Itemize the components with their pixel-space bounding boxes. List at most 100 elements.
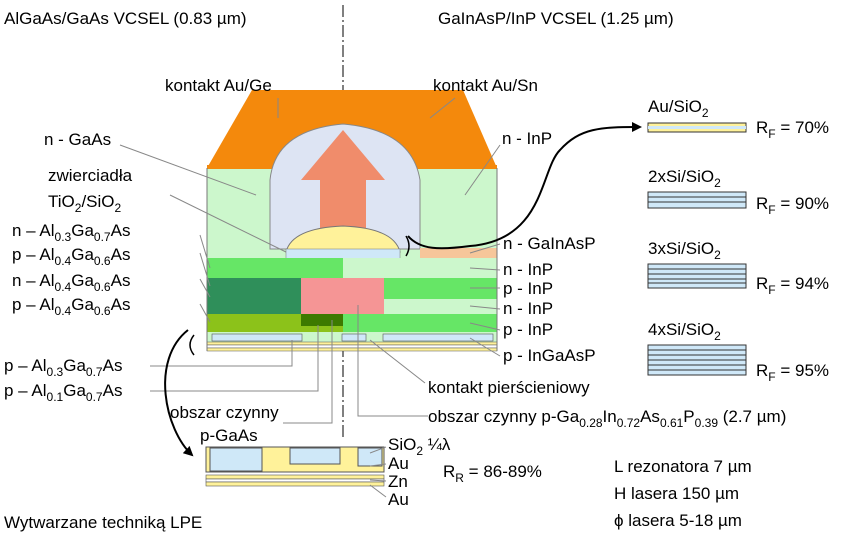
l2a: p – Al (12, 245, 55, 264)
l4c: Ga (71, 295, 94, 314)
l3b: 0.4 (55, 280, 72, 294)
label-n-inp-3: n - InP (503, 299, 553, 318)
mirror-1-rf: RF = 70% (756, 118, 829, 141)
leader-n-al03 (199, 234, 211, 269)
p-inp-layer-2 (343, 314, 497, 332)
mirror-4-rf: RF = 95% (756, 361, 829, 384)
l2d: 0.6 (94, 254, 111, 268)
label-n-gaas: n - GaAs (44, 130, 111, 149)
title-left: AlGaAs/GaAs VCSEL (0.83 µm) (4, 9, 247, 28)
m3c: R (756, 274, 768, 293)
bottom-inset: SiO2 ¼λ Au Zn Au RR = 86-89% (205, 435, 542, 509)
inset-label-au1: Au (388, 454, 409, 473)
m2d: F (768, 203, 775, 217)
leader-p-al01 (150, 325, 319, 392)
arrow-to-inset (164, 329, 194, 457)
is2: 2 (416, 444, 423, 458)
label-n-inp-2: n - InP (503, 260, 553, 279)
l1e: As (111, 221, 131, 240)
mirror-1-layer (648, 126, 746, 129)
or5: As (640, 407, 660, 426)
inset-leader-au1 (369, 463, 387, 467)
inset-au-2 (205, 481, 385, 487)
spec-diameter: ϕ lasera 5-18 µm (614, 511, 742, 530)
l4b: 0.4 (55, 304, 72, 318)
l6e: As (103, 381, 123, 400)
bottom-ring-left (211, 333, 303, 342)
mirror-2-name: 2xSi/SiO2 (648, 167, 721, 190)
arrow-bracket-bottom (189, 334, 195, 356)
inset-leader-zn (369, 479, 387, 482)
l3d: 0.6 (94, 280, 111, 294)
m4e: = 95% (776, 361, 829, 380)
leader-n-inp-top (464, 144, 501, 196)
inset-au-1 (205, 474, 385, 480)
m2e: = 90% (776, 194, 829, 213)
m4d: F (768, 370, 775, 384)
l2b: 0.4 (55, 254, 72, 268)
label-zwierciadla-1: zwierciadła (48, 166, 133, 185)
left-labels (119, 98, 333, 424)
or2: 0.28 (579, 416, 603, 430)
leader-zwierciadla (169, 194, 287, 253)
l6b: 0.1 (47, 390, 64, 404)
m1a: Au/SiO (648, 97, 702, 116)
leader-contact-right (429, 97, 456, 119)
or7: P (683, 407, 694, 426)
label-obszar-right: obszar czynny p-Ga0.28In0.72As0.61P0.39 … (428, 407, 786, 430)
mirror-3-name: 3xSi/SiO2 (648, 239, 721, 262)
inset-leader-sio2 (369, 446, 387, 454)
zw-t4: 2 (115, 201, 122, 215)
m2b: 2 (714, 176, 721, 190)
l4d: 0.6 (94, 304, 111, 318)
or9: (2.7 µm) (718, 407, 786, 426)
p-al04-confine-left (207, 278, 301, 314)
label-obszar-left-1: obszar czynny (170, 403, 279, 422)
spec-height: H lasera 150 µm (614, 484, 739, 503)
l4a: p – Al (12, 295, 55, 314)
dielectric-mirror (285, 225, 401, 253)
label-p-al04-b: p – Al0.4Ga0.6As (12, 295, 130, 318)
mirror-stacks: Au/SiO2 RF = 70% 2xSi/SiO2 RF = 90% 3xSi… (647, 97, 829, 384)
active-gaas-under (301, 326, 343, 332)
l6d: 0.7 (86, 390, 103, 404)
l6a: p – Al (4, 381, 47, 400)
m4b: 2 (714, 329, 721, 343)
spec-resonator: L rezonatora 7 µm (614, 457, 752, 476)
inset-label-zn: Zn (388, 472, 408, 491)
mirror-3-body (647, 263, 747, 289)
leader-kontakt-pierscieniowy (369, 339, 426, 384)
label-p-al03-bottom: p – Al0.3Ga0.7As (4, 356, 122, 379)
leader-n-gainasp (469, 243, 501, 254)
active-gaas (301, 314, 343, 326)
zw-t1: TiO (48, 192, 75, 211)
inset-leader-au2 (369, 484, 387, 498)
l5a: p – Al (4, 356, 47, 375)
or8: 0.39 (695, 416, 719, 430)
inset-sio2-left (209, 447, 263, 472)
right-labels (357, 97, 501, 417)
device-structure (206, 90, 498, 352)
bottom-ring-mid (341, 333, 367, 342)
m1d: F (768, 127, 775, 141)
m4c: R (756, 361, 768, 380)
arrow-to-mirrors (407, 122, 642, 250)
inset-zn (205, 478, 385, 483)
or6: 0.61 (660, 416, 684, 430)
label-p-ingaasp: p - InGaAsP (503, 346, 596, 365)
active-region-pink (301, 278, 384, 314)
inset-label-rr: RR = 86-89% (443, 462, 542, 485)
arrow-bracket-top (405, 235, 410, 257)
leader-p-inp-2 (469, 322, 501, 331)
l1d: 0.7 (94, 230, 111, 244)
m3a: 3xSi/SiO (648, 239, 714, 258)
label-obszar-left-2: p-GaAs (200, 426, 258, 445)
leader-p-ingaasp (469, 337, 501, 357)
m1e: = 70% (776, 118, 829, 137)
label-n-gainasp: n - GaInAsP (503, 234, 596, 253)
l3c: Ga (71, 271, 94, 290)
leader-p-al04-b (199, 303, 211, 323)
inset-sio2-mid (289, 447, 341, 465)
mirror-2-stack (647, 191, 747, 209)
l5c: Ga (63, 356, 86, 375)
